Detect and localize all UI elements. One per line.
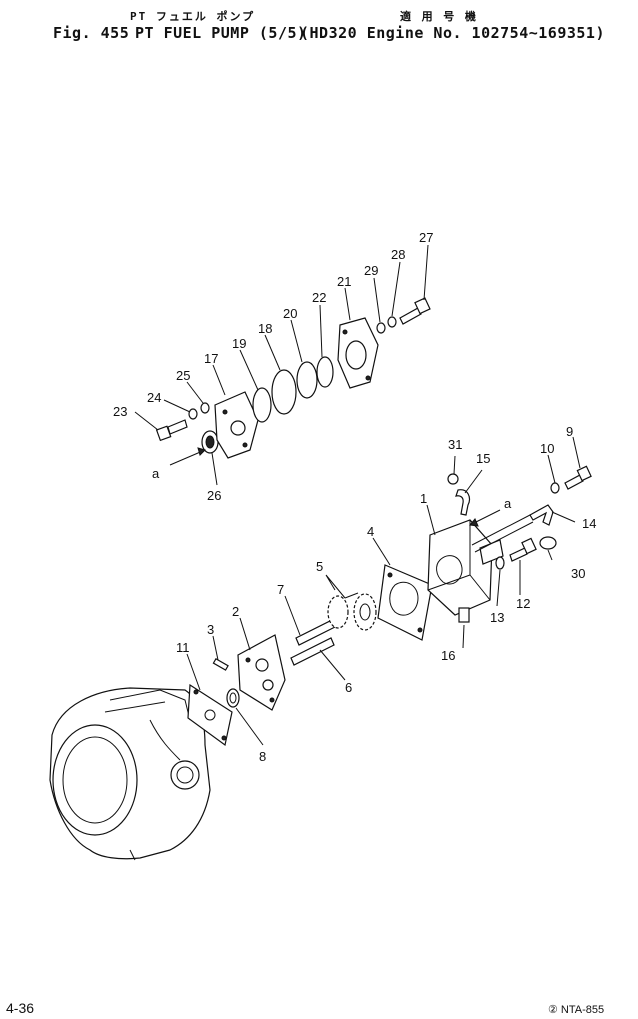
callout-11: 11 — [176, 640, 190, 655]
part-24-washer — [188, 408, 198, 420]
part-4-gasket — [377, 564, 433, 641]
part-17-flange — [214, 391, 259, 459]
part-16-plug — [458, 607, 470, 623]
callout-17: 17 — [204, 351, 218, 366]
part-3-pin — [212, 657, 229, 671]
part-8-bearing — [226, 688, 240, 708]
connector-a-left — [169, 447, 206, 466]
callout-15: 15 — [476, 451, 490, 466]
part-13-washer — [495, 556, 505, 570]
callout-1: 1 — [420, 491, 427, 506]
connector-label-a-left: a — [152, 466, 160, 481]
callout-4: 4 — [367, 524, 374, 539]
callout-numbers: 1 2 3 4 5 6 7 8 9 10 11 12 13 14 15 16 1… — [113, 230, 596, 764]
callout-20: 20 — [283, 306, 297, 321]
callout-21: 21 — [337, 274, 351, 289]
callout-22: 22 — [312, 290, 326, 305]
part-30-cap — [539, 536, 557, 550]
japanese-title: PT フュエル ポンプ — [130, 10, 256, 23]
leader-lines — [134, 244, 581, 746]
pump-housing — [49, 687, 211, 861]
part-21-flange — [337, 317, 379, 389]
part-18-ring — [271, 369, 297, 415]
callout-5: 5 — [316, 559, 323, 574]
part-22-ring — [316, 356, 334, 388]
part-19-ring — [252, 387, 272, 423]
part-12-bolt — [509, 537, 537, 562]
callout-14: 14 — [582, 516, 596, 531]
callout-16: 16 — [441, 648, 455, 663]
callout-30: 30 — [571, 566, 585, 581]
callout-9: 9 — [566, 424, 573, 439]
part-23-bolt — [155, 419, 188, 442]
part-31-plug — [447, 473, 459, 485]
callout-18: 18 — [258, 321, 272, 336]
part-20-ring — [296, 361, 318, 399]
part-9-bolt — [564, 465, 592, 490]
callout-24: 24 — [147, 390, 161, 405]
callout-12: 12 — [516, 596, 530, 611]
callout-29: 29 — [364, 263, 378, 278]
callout-23: 23 — [113, 404, 127, 419]
callout-19: 19 — [232, 336, 246, 351]
part-11-gasket — [187, 683, 233, 747]
callout-27: 27 — [419, 230, 433, 245]
part-5-gears — [327, 593, 377, 631]
callout-25: 25 — [176, 368, 190, 383]
part-14-elbow — [529, 504, 554, 526]
callout-31: 31 — [448, 437, 462, 452]
figure-title: PT FUEL PUMP (5/5) — [135, 24, 307, 42]
part-1-pump-body — [427, 519, 504, 616]
figure-number: Fig. 455 — [53, 24, 130, 42]
japanese-usage-label: 適 用 号 機 — [400, 10, 478, 23]
callout-26: 26 — [207, 488, 221, 503]
part-6-shaft — [290, 637, 335, 666]
part-10-washer — [550, 482, 560, 494]
callout-2: 2 — [232, 604, 239, 619]
part-15-elbow — [455, 489, 471, 516]
callout-3: 3 — [207, 622, 214, 637]
callout-10: 10 — [540, 441, 554, 456]
part-29-washer — [376, 322, 386, 334]
connector-a-right — [469, 509, 501, 527]
fuel-line — [471, 514, 534, 553]
connector-label-a-right: a — [504, 496, 512, 511]
callout-8: 8 — [259, 749, 266, 764]
part-28-washer — [387, 316, 397, 328]
callout-13: 13 — [490, 610, 504, 625]
page-number: 4-36 — [6, 1000, 35, 1016]
callout-7: 7 — [277, 582, 284, 597]
engine-applicability: (HD320 Engine No. 102754~169351) — [300, 24, 605, 42]
part-2-cover-plate — [237, 634, 286, 711]
document-code: ② NTA-855 — [548, 1004, 605, 1016]
callout-28: 28 — [391, 247, 405, 262]
part-25-washer — [200, 402, 210, 414]
callout-6: 6 — [345, 680, 352, 695]
part-27-bolt — [399, 297, 431, 325]
part-26-seal — [201, 430, 219, 454]
